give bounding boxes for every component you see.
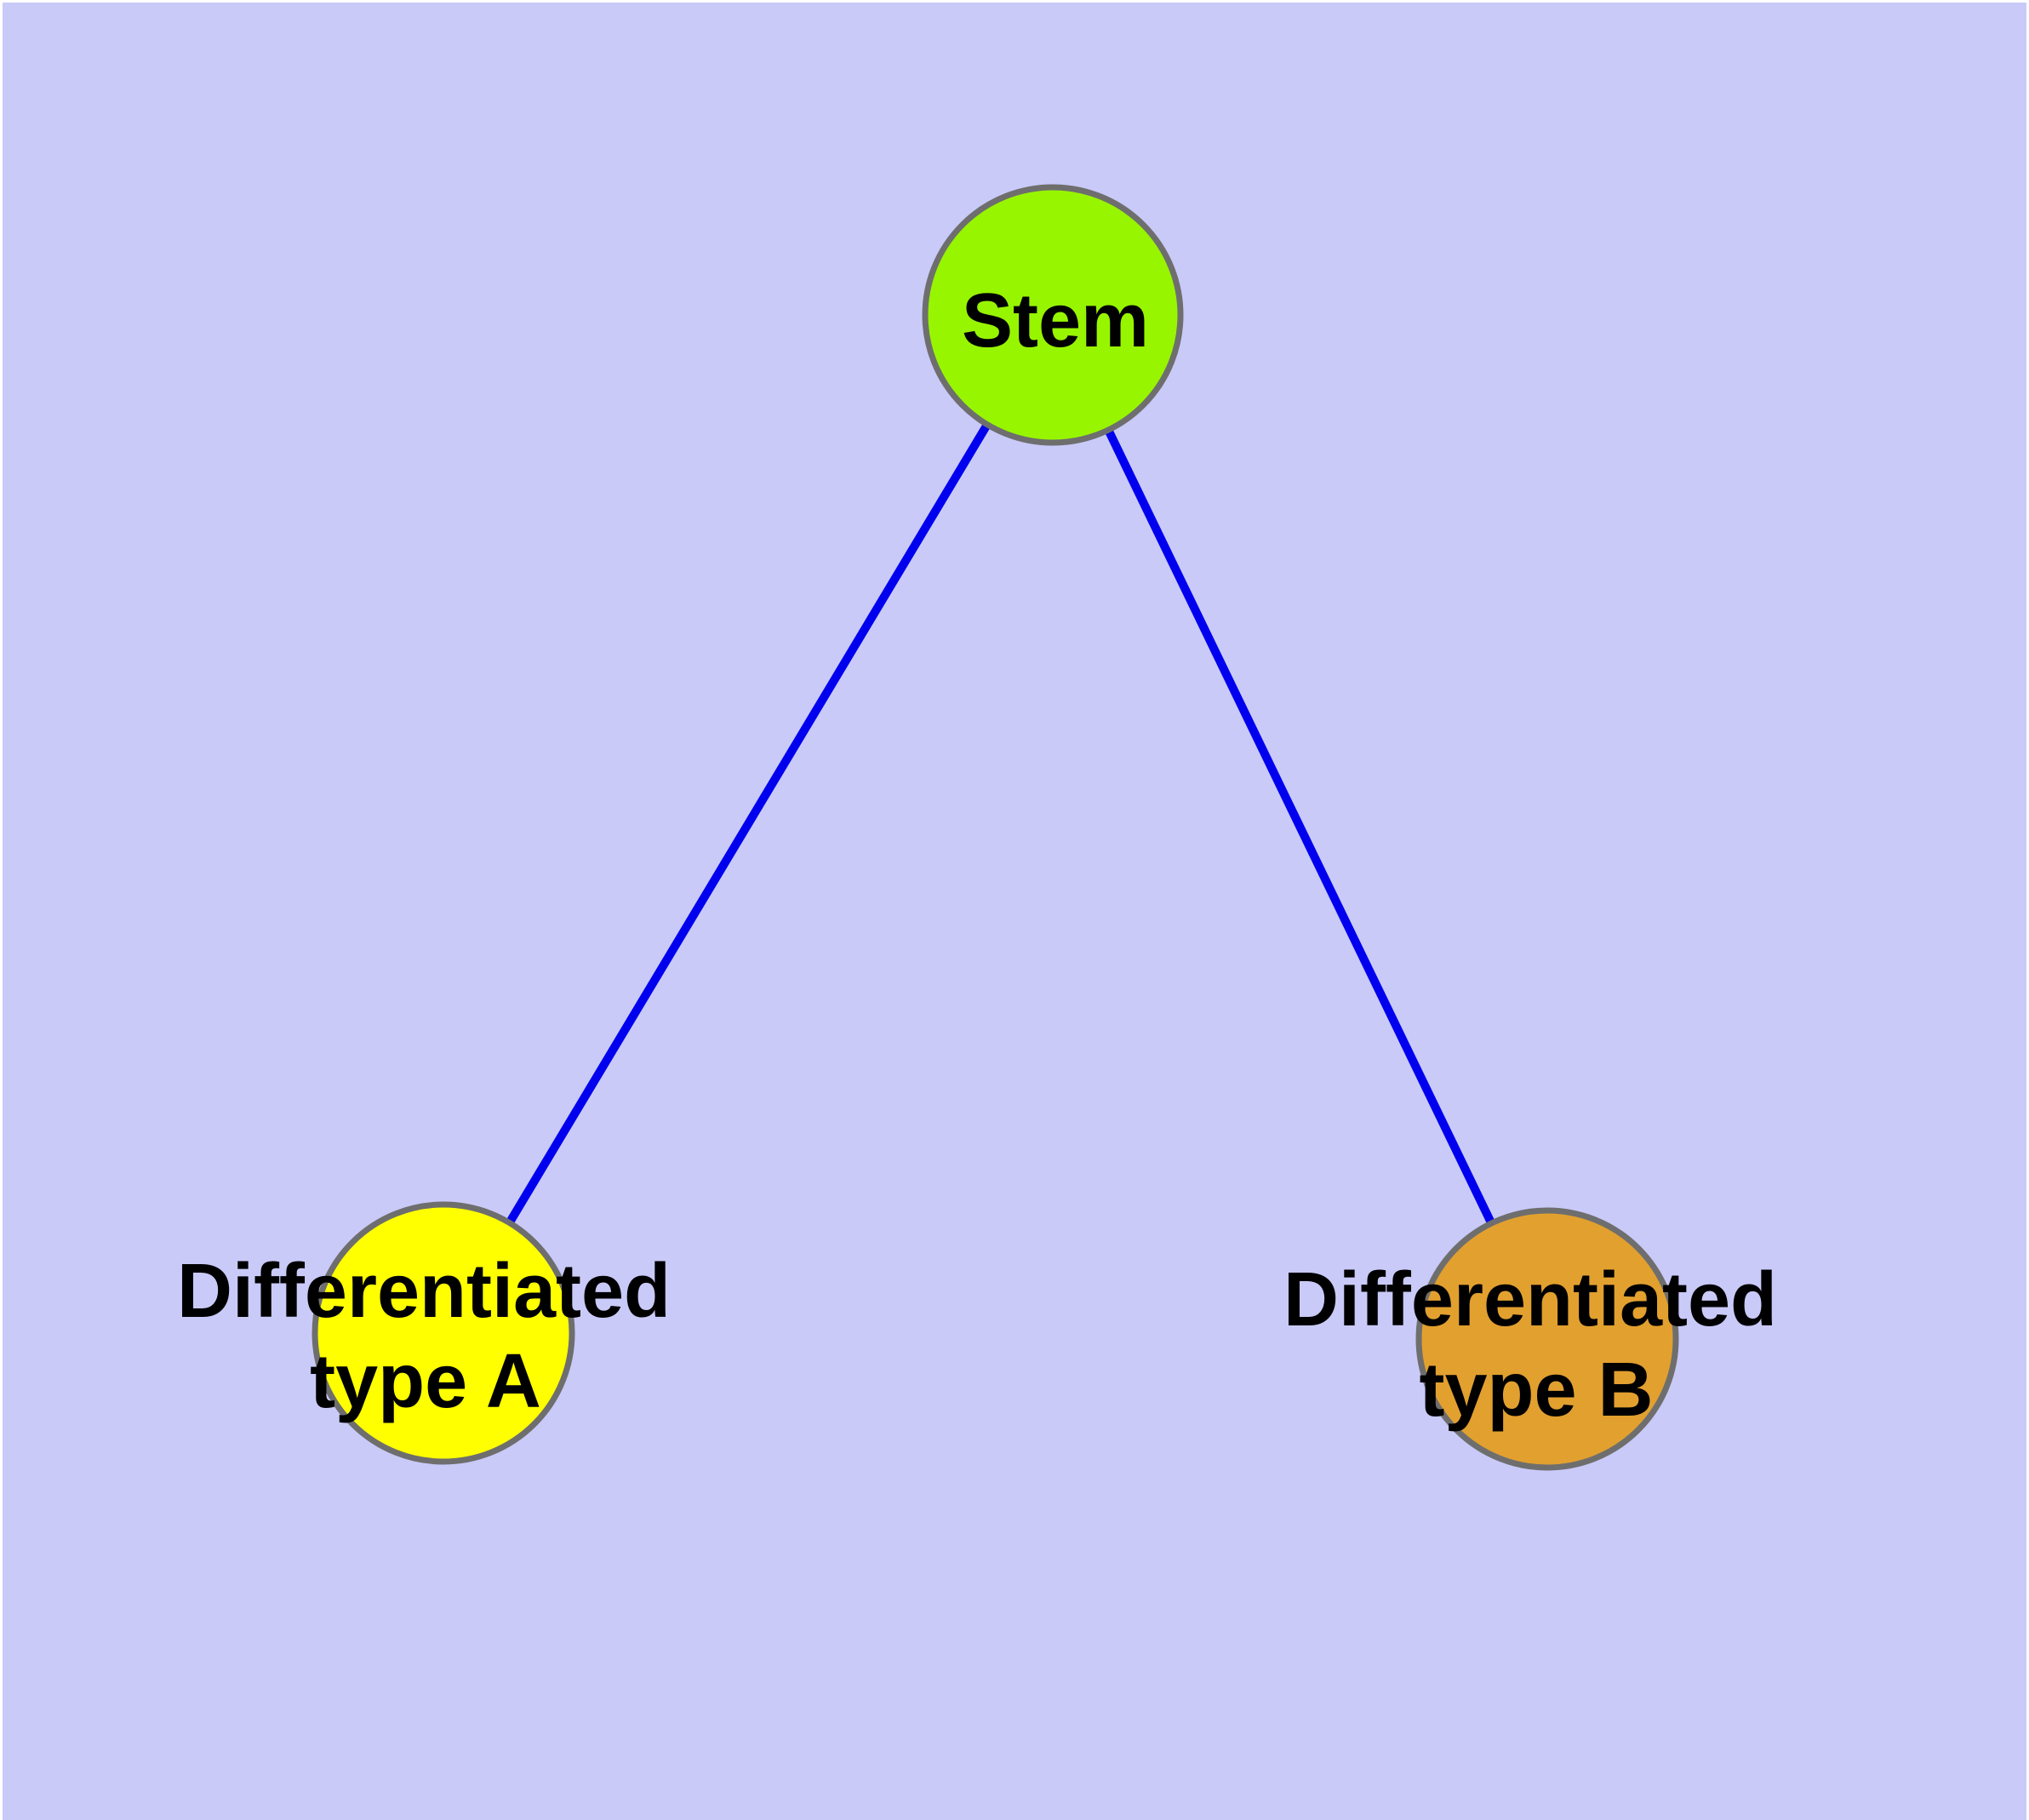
node-type-b-label-line1: Differentiated [1283,1257,1777,1342]
node-type-a [311,1201,575,1465]
node-stem-label: Stem [962,278,1149,363]
edge-stem-to-type-a [439,312,1057,1336]
node-stem [922,184,1184,446]
edge-stem-to-type-b [1049,312,1552,1342]
node-type-b-label-line2: type B [1419,1348,1653,1433]
node-type-a-label-line1: Differentiated [177,1249,671,1334]
node-type-b [1415,1207,1679,1471]
node-type-a-label-line2: type A [310,1339,541,1424]
